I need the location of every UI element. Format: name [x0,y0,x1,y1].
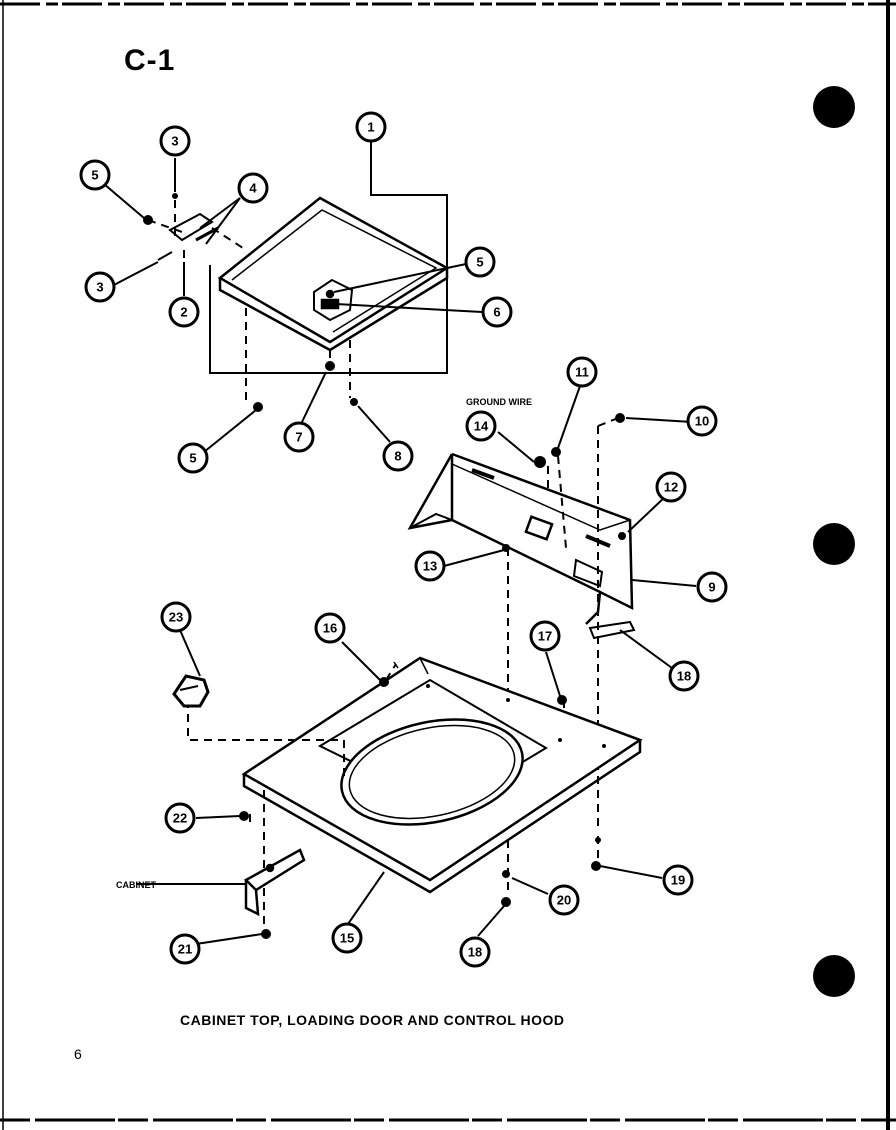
callout-22: 22 [173,811,187,826]
callout-6: 6 [493,305,500,320]
callout-6-bubble [481,296,513,328]
callout-9: 9 [708,580,715,595]
tub-ring [172,674,210,708]
callout-numbers: 1 3 5 4 3 2 5 6 5 7 8 11 14 10 12 13 9 2… [91,120,715,960]
callout-19: 19 [671,873,685,888]
callout-14: 14 [474,419,489,434]
callout-3a-bubble [159,125,191,157]
callout-12-bubble [655,471,687,503]
callout-bubbles [79,111,728,968]
callout-20: 20 [557,893,571,908]
callout-14-bubble [465,410,497,442]
cabinet-bracket [243,848,306,917]
control-hood [407,452,636,640]
callout-18a-bubble [668,660,700,692]
callout-9-bubble [696,571,728,603]
callout-5b-bubble [464,246,496,278]
binder-hole-bottom [813,955,855,997]
section-id: C-1 [124,44,176,77]
cabinet-fasteners [239,677,606,939]
callout-3a: 3 [171,134,178,149]
callout-13: 13 [423,559,437,574]
callout-18b: 18 [468,945,482,960]
callout-5c-bubble [177,442,209,474]
callout-3b: 3 [96,280,103,295]
cabinet-label: CABINET [116,880,157,890]
callout-12: 12 [664,480,678,495]
hood-fasteners [502,413,626,552]
ground-wire-label: GROUND WIRE [466,397,532,407]
callout-4: 4 [249,181,257,196]
callout-22-bubble [164,802,196,834]
callout-7-bubble [283,421,315,453]
callout-5a-bubble [79,159,111,191]
callout-21-bubble [169,933,201,965]
callout-17: 17 [538,629,552,644]
cabinet-top [241,656,643,894]
callout-7: 7 [295,430,302,445]
callout-15-bubble [331,922,363,954]
callout-23: 23 [169,610,183,625]
callout-3b-bubble [84,271,116,303]
diagram-caption: CABINET TOP, LOADING DOOR AND CONTROL HO… [180,1012,565,1028]
callout-18a: 18 [677,669,691,684]
callout-20-bubble [548,884,580,916]
callout-15: 15 [340,931,354,946]
callout-1: 1 [367,120,374,135]
door-fasteners [143,193,358,412]
callout-5a: 5 [91,168,98,183]
callout-16-bubble [314,612,346,644]
callout-19-bubble [662,864,694,896]
callout-1-bubble [355,111,387,143]
callout-18b-bubble [459,936,491,968]
callout-11: 11 [575,365,589,380]
callout-10: 10 [695,414,709,429]
callout-10-bubble [686,405,718,437]
page-number: 6 [74,1046,82,1062]
leader-lines [103,142,697,945]
loading-door-group [157,142,450,374]
callout-23-bubble [160,601,192,633]
callout-17-bubble [529,620,561,652]
binder-hole-middle [813,523,855,565]
callout-4-bubble [237,172,269,204]
callout-2-bubble [168,296,200,328]
callout-16: 16 [323,621,337,636]
callout-13-bubble [414,550,446,582]
callout-2: 2 [180,305,187,320]
binder-hole-top [813,86,855,128]
callout-8-bubble [382,440,414,472]
callout-8: 8 [394,449,401,464]
callout-11-bubble [566,356,598,388]
callout-5b: 5 [476,255,483,270]
callout-5c: 5 [189,451,196,466]
callout-21: 21 [178,942,192,957]
